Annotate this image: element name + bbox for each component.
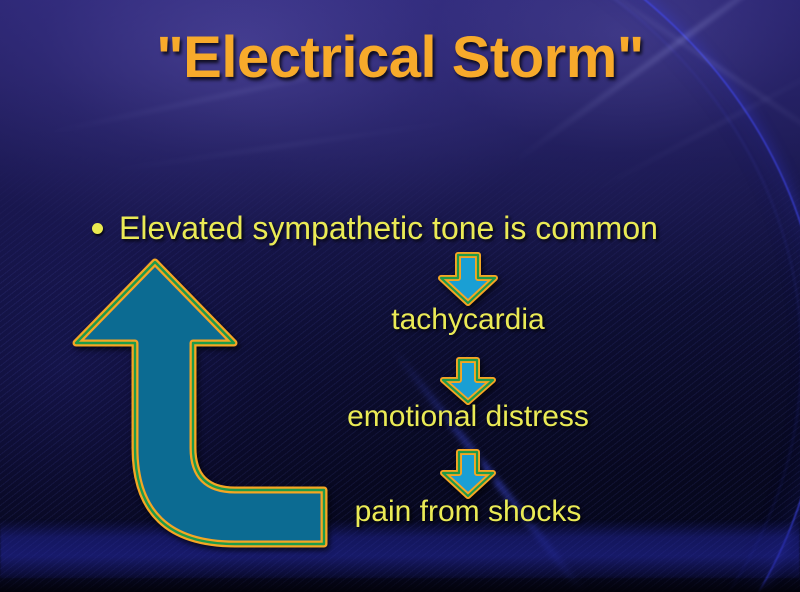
background-bottom-edge bbox=[0, 578, 800, 592]
cascade-label-emotional-distress: emotional distress bbox=[347, 400, 589, 433]
feedback-loop-arrow-shape bbox=[72, 258, 328, 548]
slide-title: "Electrical Storm" bbox=[156, 25, 644, 90]
cascade-label-tachycardia: tachycardia bbox=[391, 303, 545, 336]
background-bottom-band bbox=[0, 520, 800, 578]
feedback-arrow-inner-outline bbox=[74, 260, 326, 546]
bullet-dot-icon bbox=[92, 223, 103, 234]
bullet-item: Elevated sympathetic tone is common bbox=[92, 210, 658, 247]
feedback-loop-arrow bbox=[62, 248, 352, 565]
bullet-item-label: Elevated sympathetic tone is common bbox=[119, 210, 658, 246]
cascade-label-pain-from-shocks: pain from shocks bbox=[354, 495, 582, 528]
